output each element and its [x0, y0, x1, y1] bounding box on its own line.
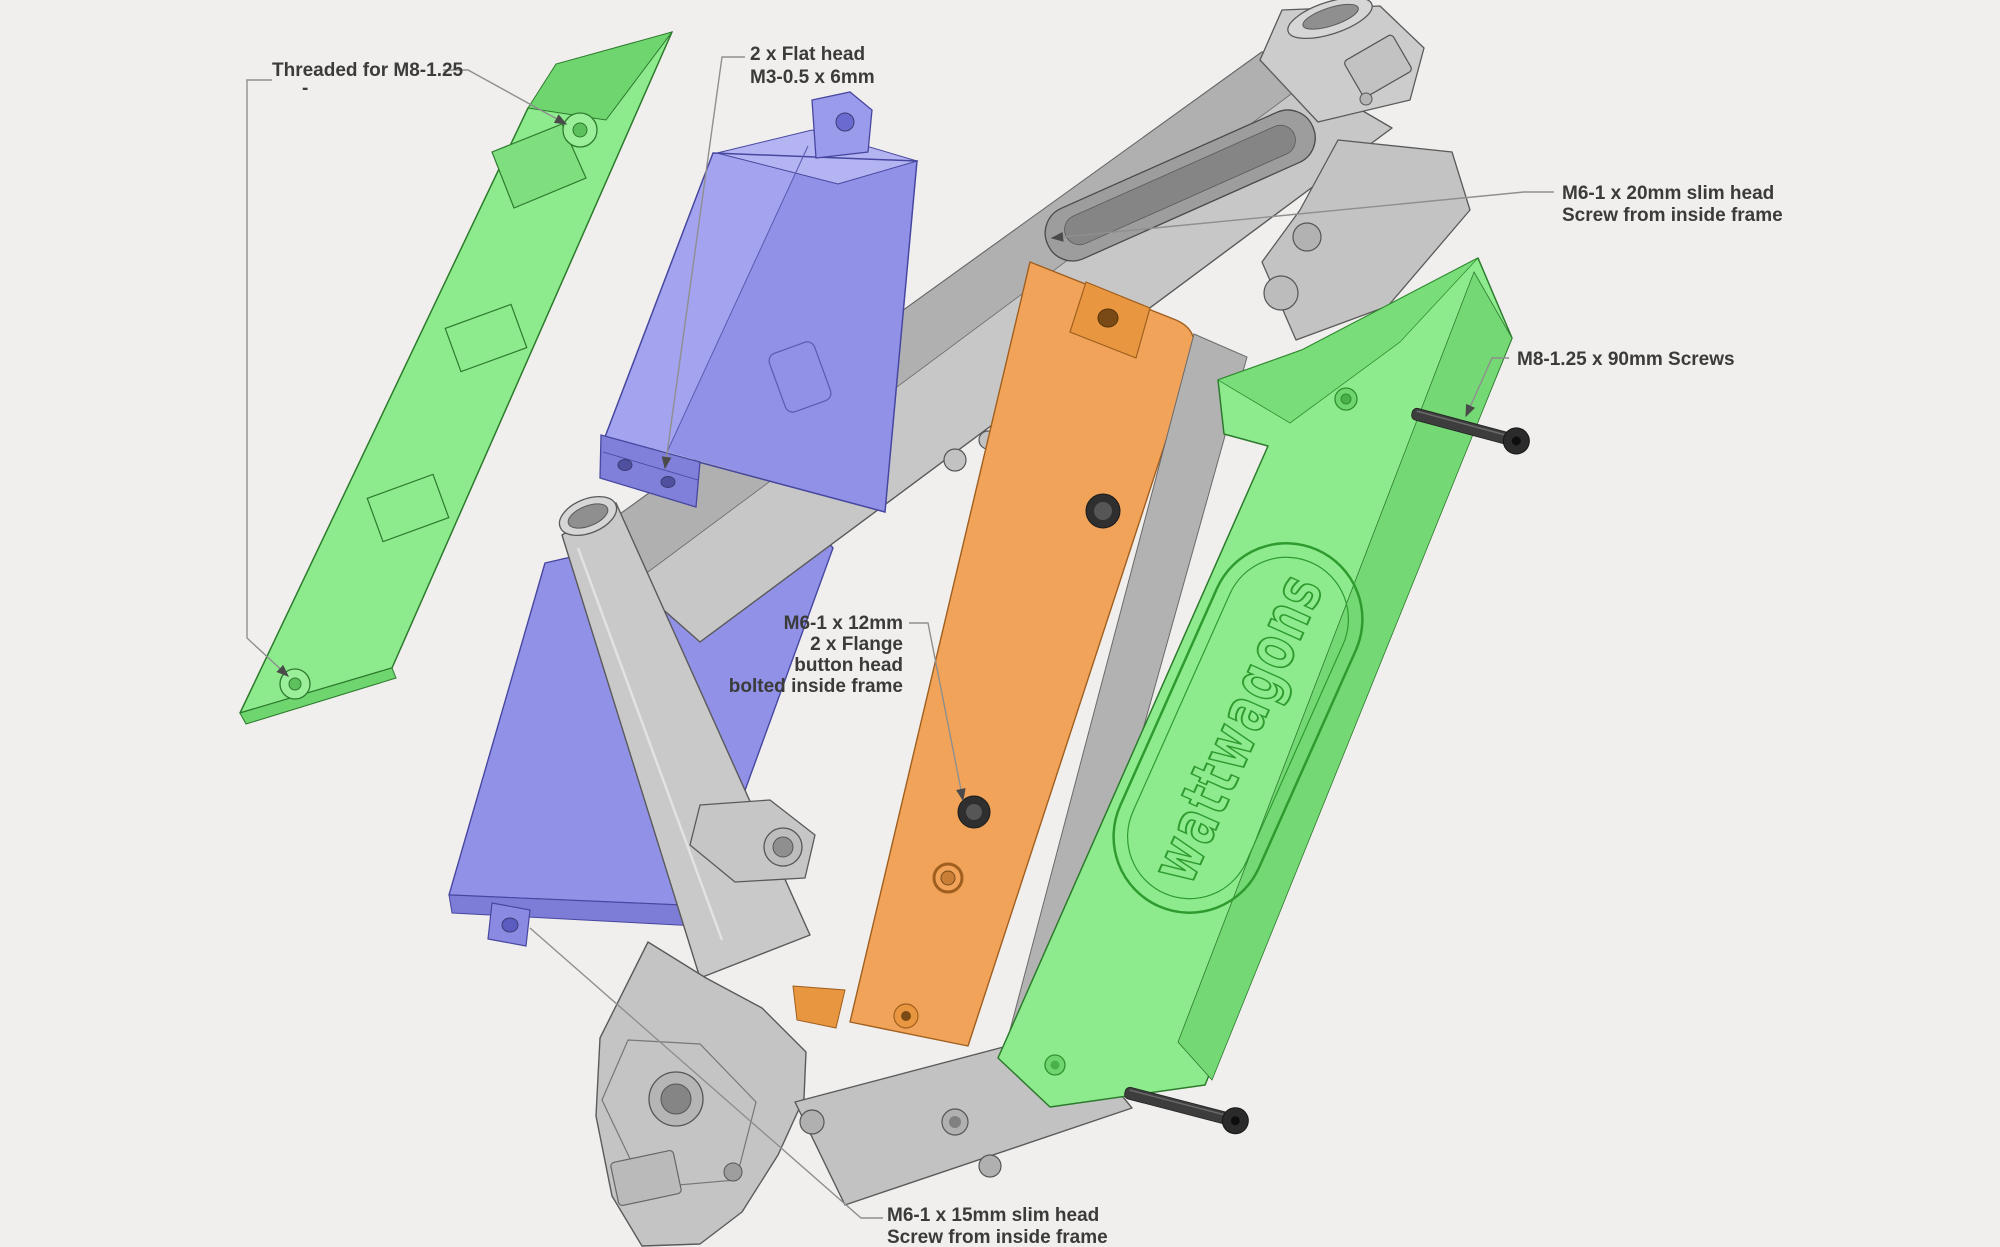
frame-motor-recess	[610, 1149, 682, 1207]
motor-cover-post-upper-tip	[1094, 502, 1112, 520]
right-cover-top-facet	[1217, 257, 1479, 424]
logo-oval-inner	[1126, 556, 1350, 900]
frame-seat-tube	[558, 495, 816, 979]
left-side-cover	[239, 31, 674, 725]
screw-m8-upper-highlight	[1416, 410, 1510, 437]
battery-side-panel-tab-hole	[501, 917, 519, 933]
battery-box-tab-hole	[835, 112, 855, 132]
screw-m8-lower	[1124, 1086, 1249, 1135]
screw-m8-upper	[1411, 407, 1530, 455]
left-cover-bottom-facet	[239, 667, 397, 725]
left-cover-top-boss-hole	[572, 122, 588, 138]
frame-seat-tube-highlight	[576, 547, 724, 941]
motor-cover	[792, 261, 1196, 1047]
frame-motor-hole	[723, 1162, 743, 1182]
screw-m8-upper-socket	[1511, 436, 1521, 446]
motor-cover-post-lower-tip	[966, 804, 982, 820]
battery-flange-hole-2	[660, 476, 676, 488]
frame-head-recess	[1344, 34, 1412, 98]
frame-chainstay-boss-1	[799, 1109, 825, 1135]
label-threaded-m8: Threaded for M8-1.25	[272, 60, 464, 81]
label-m6-12mm-line4: bolted inside frame	[729, 676, 903, 697]
leader-threaded-top	[443, 69, 568, 125]
frame-head-tube-bore	[1302, 3, 1359, 30]
battery-box-flange-edge	[602, 451, 699, 481]
frame-chainstay-boss-3	[978, 1154, 1002, 1178]
label-m6-20mm-line2: Screw from inside frame	[1562, 205, 1783, 226]
battery-box-front-face	[667, 146, 917, 512]
left-cover-tip-facet	[527, 31, 674, 121]
frame-battery-slot	[1044, 109, 1316, 262]
screw-m8-lower-highlight	[1129, 1089, 1227, 1117]
frame-rocker-bore	[772, 836, 794, 858]
left-cover-bottom-boss-hole	[288, 677, 302, 691]
leader-m6-15mm	[529, 927, 883, 1219]
screw-m8-lower-socket	[1230, 1116, 1240, 1126]
motor-cover-lower-lug	[792, 985, 846, 1029]
battery-box-crease	[666, 145, 809, 453]
leader-m6-12mm	[909, 622, 966, 802]
battery-flange-hole-1	[617, 459, 633, 471]
label-flat-head-line2: M3-0.5 x 6mm	[750, 67, 875, 88]
label-flat-head-line1: 2 x Flat head	[750, 44, 865, 65]
left-cover-upper-recess	[444, 303, 528, 373]
leader-m6-20mm	[1050, 191, 1554, 242]
label-m6-15mm-line2: Screw from inside frame	[887, 1227, 1108, 1247]
motor-cover-insert	[940, 870, 956, 886]
label-m8-90mm: M8-1.25 x 90mm Screws	[1517, 349, 1735, 370]
frame-seatstay-bridge	[1261, 139, 1471, 341]
right-side-cover: wattwagons	[997, 257, 1513, 1108]
leader-m8-90mm	[1465, 357, 1509, 418]
label-m6-12mm-line1: M6-1 x 12mm	[784, 613, 903, 634]
frame-motor-mount	[595, 941, 807, 1247]
motor-cover-insert-ring	[932, 862, 964, 894]
leader-threaded-bottom	[246, 79, 290, 677]
motor-cover-clamp-hole	[1097, 308, 1119, 328]
left-cover-lower-recess	[366, 473, 450, 543]
right-cover-screw-hole	[1340, 393, 1352, 405]
motor-cover-boss-hole	[901, 1011, 911, 1021]
label-m6-12mm-line3: button head	[794, 655, 903, 676]
frame-head-port	[1359, 92, 1373, 106]
frame-chainstay-bore-2	[949, 1116, 961, 1128]
right-cover-lower-hole	[1050, 1060, 1060, 1070]
left-cover-hinge-bracket	[491, 123, 587, 209]
battery-box-port-detail	[768, 341, 832, 413]
frame-bridge-port-upper	[1292, 222, 1322, 252]
frame-seat-tube-bore	[567, 503, 609, 529]
frame-bridge-port-lower	[1263, 275, 1299, 311]
leader-flat-head	[661, 56, 745, 470]
frame-cable-lug-1	[943, 448, 967, 472]
label-m6-12mm-line2: 2 x Flange	[810, 634, 903, 655]
logo-oval-outer	[1112, 542, 1364, 914]
label-threaded-dash: -	[302, 78, 308, 99]
battery-box	[599, 91, 919, 513]
battery-box-left-face	[605, 146, 808, 452]
frame-motor-bore	[660, 1083, 692, 1115]
label-m6-15mm-line1: M6-1 x 15mm slim head	[887, 1205, 1099, 1226]
label-m6-20mm-line1: M6-1 x 20mm slim head	[1562, 183, 1774, 204]
battery-box-outline	[604, 152, 918, 513]
